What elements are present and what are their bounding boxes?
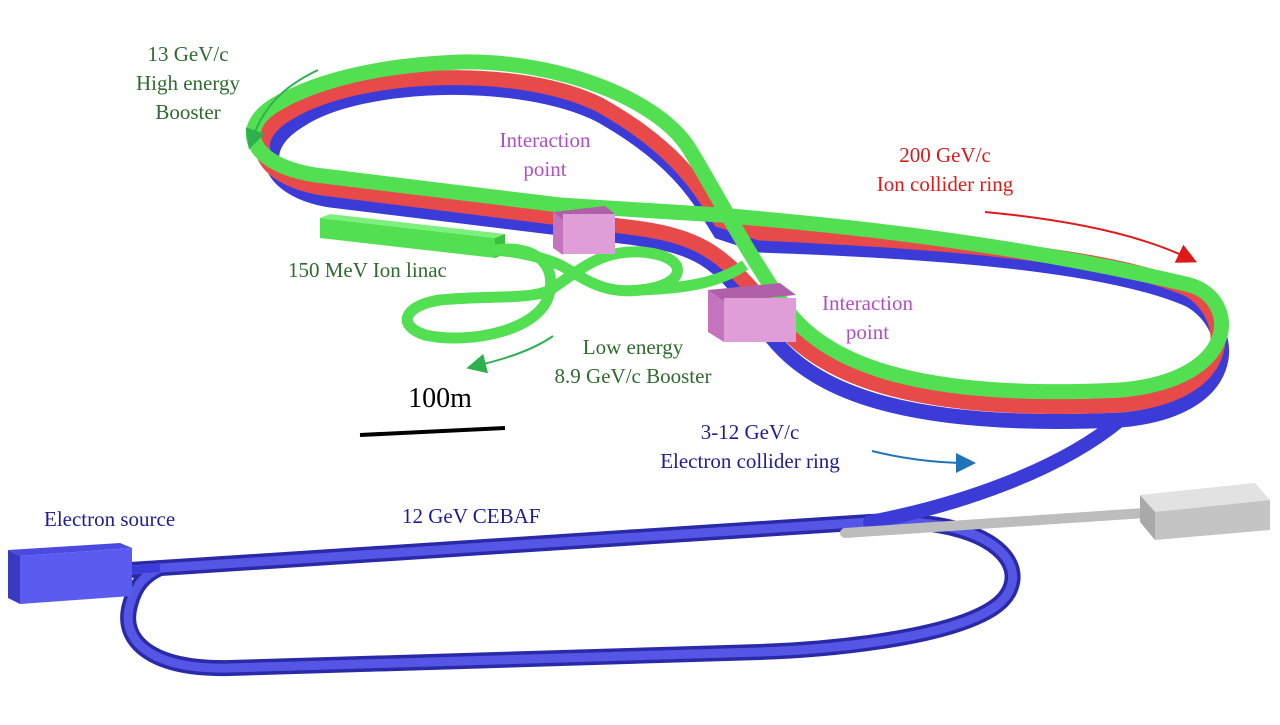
ion-direction-arrow [984, 211, 1198, 263]
electron-collider-line-2: Electron collider ring [660, 449, 840, 473]
scale-text: 100m [408, 383, 472, 414]
electron-collider-line-1: 3-12 GeV/c [700, 420, 800, 444]
high-energy-booster-ring [245, 54, 1229, 400]
low-energy-booster-ring [401, 243, 683, 344]
ion-collider-line-1: 200 GeV/c [899, 143, 991, 167]
high-energy-booster-label: 13 GeV/c High energy Booster [118, 40, 258, 127]
electron-collider-label: 3-12 GeV/c Electron collider ring [635, 418, 865, 476]
ion-linac-label: 150 MeV Ion linac [288, 256, 447, 285]
ip-bottom-line-2: point [845, 320, 890, 344]
high-energy-booster-line-3: Booster [155, 100, 221, 124]
gray-beamline [840, 507, 1165, 538]
interaction-point-label-bottom: Interaction point [790, 289, 945, 347]
booster-direction-arrow [245, 69, 319, 150]
scale-label: 100m [400, 384, 480, 413]
low-energy-line-1: Low energy [582, 335, 684, 359]
interaction-point-label-top: Interaction point [465, 126, 625, 184]
electron-source-label: Electron source [44, 505, 175, 534]
high-energy-booster-line-2: High energy [135, 71, 240, 95]
cebaf-label: 12 GeV CEBAF [402, 502, 540, 531]
electron-source-box [8, 543, 161, 604]
ion-collider-label: 200 GeV/c Ion collider ring [850, 141, 1040, 199]
electron-direction-arrow [871, 450, 976, 473]
scale-bar [359, 426, 506, 437]
low-energy-line-2: 8.9 GeV/c Booster [554, 364, 712, 388]
high-energy-booster-line-1: 13 GeV/c [147, 42, 229, 66]
electron-transfer-line [863, 413, 1127, 529]
low-energy-direction-arrow [466, 335, 554, 374]
ip-bottom-line-1: Interaction [822, 291, 913, 315]
interaction-point-box-top [553, 206, 615, 255]
ip-top-line-2: point [523, 157, 567, 181]
low-energy-transfer-line [639, 260, 749, 296]
electron-source-text: Electron source [44, 507, 176, 531]
ip-top-line-1: Interaction [499, 128, 591, 152]
ion-linac-text: 150 MeV Ion linac [288, 258, 447, 282]
gray-box [1140, 483, 1270, 540]
low-energy-booster-label: Low energy 8.9 GeV/c Booster [518, 333, 748, 391]
interaction-point-box-bottom [708, 283, 796, 342]
cebaf-text: 12 GeV CEBAF [402, 504, 541, 528]
cebaf-ring [120, 513, 1021, 677]
ion-collider-line-2: Ion collider ring [876, 172, 1014, 196]
